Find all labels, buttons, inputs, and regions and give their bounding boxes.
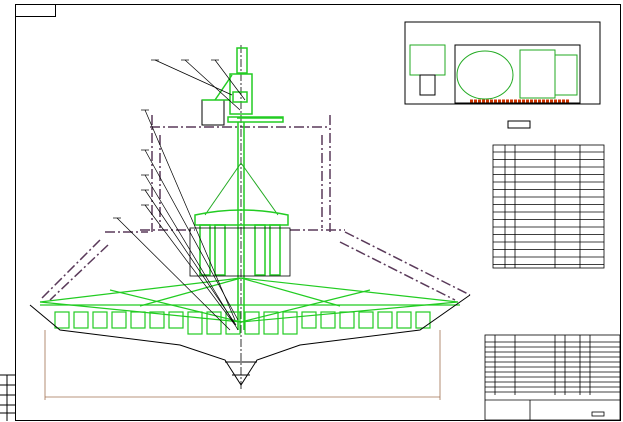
dimension-lines: [44, 330, 441, 400]
bin: [187, 311, 203, 335]
bin: [111, 311, 127, 329]
leader-line: [144, 109, 236, 321]
parts-table: [492, 144, 605, 269]
leader-line: [214, 59, 246, 101]
bin: [415, 311, 431, 329]
bin: [358, 311, 374, 329]
drive-assembly: [201, 47, 284, 330]
leader-line: [144, 149, 239, 321]
leader-line: [144, 189, 237, 326]
bin: [130, 311, 146, 329]
leader-line: [116, 217, 231, 331]
bin: [396, 311, 412, 329]
top-view: [404, 21, 601, 129]
bin: [73, 311, 89, 329]
upper-rotor: [189, 209, 291, 277]
bin: [149, 311, 165, 329]
bin: [206, 311, 222, 335]
collector-bins: [54, 311, 431, 335]
bin: [244, 311, 260, 335]
bin: [282, 311, 298, 335]
bin: [92, 311, 108, 329]
leader-line: [184, 59, 241, 111]
tie-rods: [204, 162, 279, 216]
bin: [339, 311, 355, 329]
bin: [320, 311, 336, 329]
table-border: [492, 144, 605, 269]
bin: [301, 311, 317, 329]
bin: [263, 311, 279, 335]
arm-truss: [39, 277, 460, 323]
bin: [54, 311, 70, 329]
leader-lines: [113, 59, 246, 331]
bin: [168, 311, 184, 329]
side-stamp-table: [0, 375, 15, 421]
leader-line: [144, 204, 236, 326]
title-border: [484, 334, 621, 421]
bin: [225, 311, 241, 335]
title-block: [484, 334, 621, 421]
title-mark: [591, 411, 605, 417]
leader-line: [154, 59, 233, 96]
bin: [377, 311, 393, 329]
leader-line: [144, 174, 239, 331]
tank-bottom: [29, 294, 471, 386]
sheet-frame: [0, 4, 621, 421]
front-elevation: [29, 45, 471, 400]
